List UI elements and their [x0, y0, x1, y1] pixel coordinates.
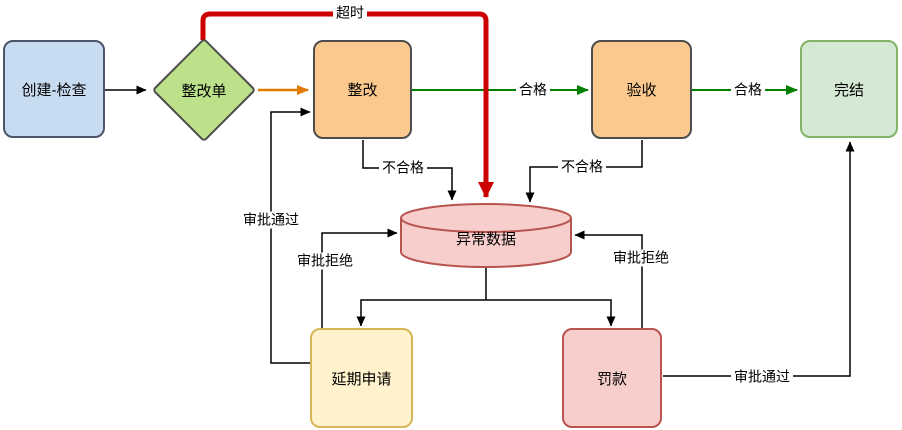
- node-rectify[interactable]: 整改: [313, 40, 412, 139]
- edge-extension-reject: [321, 228, 398, 328]
- edge-label-approve-left: 审批通过: [240, 211, 302, 229]
- node-abnormal-data-label: 异常数据: [455, 230, 516, 248]
- node-accept[interactable]: 验收: [591, 40, 692, 139]
- node-extension-request-label: 延期申请: [331, 370, 392, 388]
- node-create-check-label: 创建-检查: [21, 81, 87, 99]
- node-rectify-order[interactable]: 整改单: [150, 36, 258, 144]
- edge-label-pass-1: 合格: [516, 81, 550, 99]
- edge-label-fail-2: 不合格: [558, 158, 606, 176]
- edge-label-reject-left: 审批拒绝: [294, 252, 356, 270]
- cylinder-shape: [400, 203, 572, 268]
- node-extension-request[interactable]: 延期申请: [310, 328, 413, 428]
- node-complete[interactable]: 完结: [800, 40, 898, 138]
- node-rectify-label: 整改: [347, 82, 378, 99]
- edge-cylinder-to-extension: [356, 299, 486, 327]
- node-abnormal-data[interactable]: 异常数据: [400, 202, 572, 268]
- node-accept-label: 验收: [626, 82, 657, 99]
- node-fine[interactable]: 罚款: [562, 328, 662, 428]
- edge-label-pass-2: 合格: [731, 81, 765, 99]
- node-complete-label: 完结: [833, 81, 864, 99]
- edge-cylinder-to-fine: [486, 299, 616, 327]
- node-create-check[interactable]: 创建-检查: [3, 40, 105, 138]
- edge-label-fail-1: 不合格: [379, 159, 427, 177]
- edge-label-timeout: 超时: [333, 4, 367, 22]
- edge-label-reject-right: 审批拒绝: [610, 249, 672, 267]
- node-fine-label: 罚款: [596, 370, 627, 388]
- edge-extension-approve: [270, 107, 311, 364]
- node-rectify-order-label: 整改单: [181, 82, 227, 100]
- edge-label-approve-right: 审批通过: [731, 368, 793, 386]
- edge-fine-approve: [663, 141, 855, 377]
